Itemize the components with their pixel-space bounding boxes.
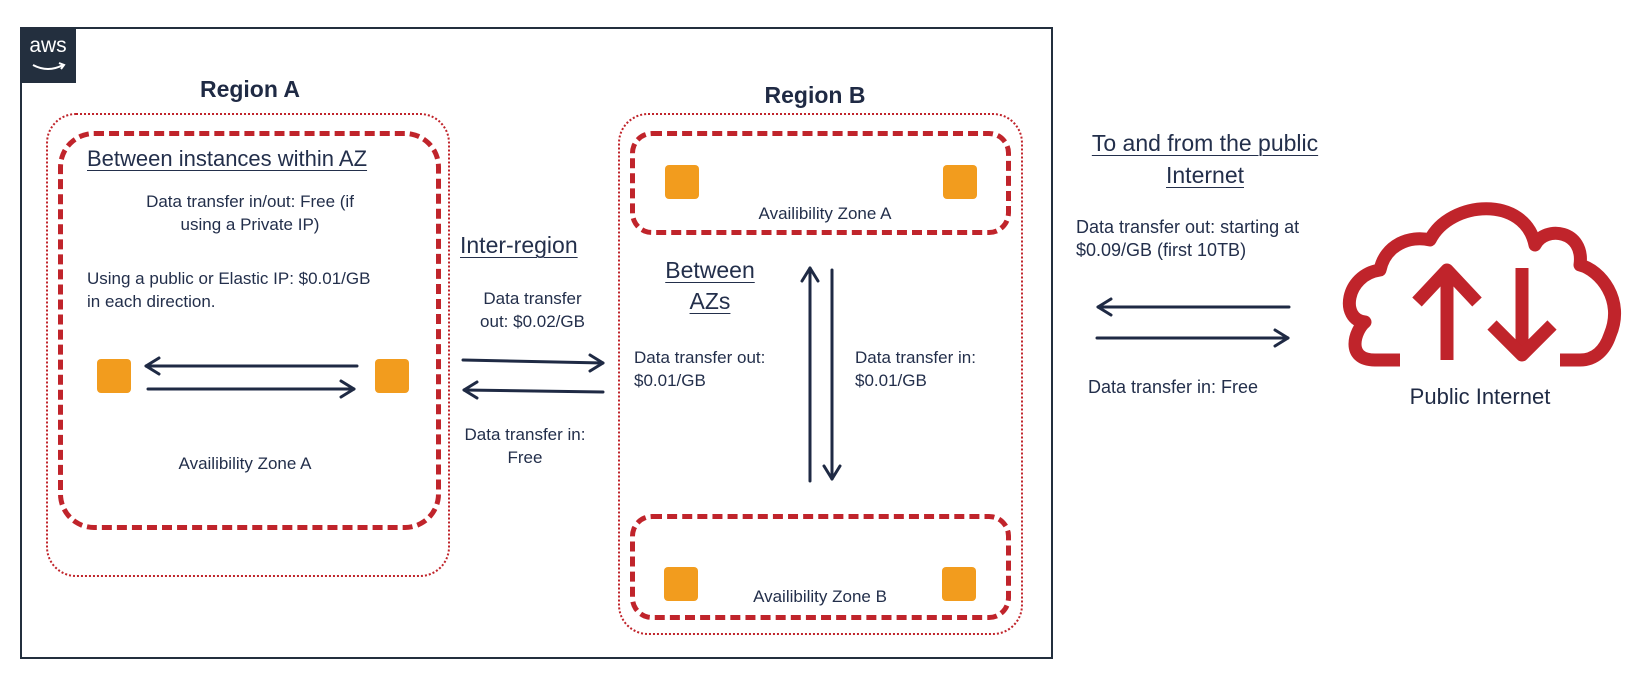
- instance-node: [664, 567, 698, 601]
- instance-node: [943, 165, 977, 199]
- inter-region-in-text: Data transfer in: Free: [440, 423, 610, 469]
- instance-node: [375, 359, 409, 393]
- between-azs-in-text: Data transfer in: $0.01/GB: [855, 346, 1015, 392]
- intra-az-arrow-right: [146, 379, 356, 399]
- instance-node: [942, 567, 976, 601]
- internet-arrow-in: [1095, 328, 1290, 348]
- aws-logo-text: aws: [29, 34, 67, 57]
- between-azs-out-line-2: $0.01/GB: [634, 371, 706, 390]
- between-instances-heading: Between instances within AZ: [87, 146, 368, 171]
- cloud-upload-download-icon: [1343, 202, 1622, 367]
- region-a-az-box: [58, 131, 441, 530]
- inter-region-out-line-2: out: $0.02/GB: [480, 312, 585, 331]
- aws-cloud-boundary: [20, 27, 1053, 659]
- region-b-box: [618, 113, 1023, 635]
- region-b-title: Region B: [764, 82, 866, 108]
- instance-node: [97, 359, 131, 393]
- public-internet-heading-line-2: Internet: [1166, 162, 1244, 188]
- region-b-az-b-box: [630, 514, 1011, 620]
- private-ip-text: Data transfer in/out: Free (if using a P…: [110, 190, 390, 236]
- between-azs-arrow-down: [822, 268, 842, 481]
- region-b-az-a-box: [630, 131, 1011, 235]
- public-internet-out-line-1: Data transfer out: starting at: [1076, 217, 1300, 237]
- between-azs-heading-line-1: Between: [665, 257, 755, 283]
- inter-region-arrow-out: [461, 353, 605, 373]
- between-azs-in-line-2: $0.01/GB: [855, 371, 927, 390]
- public-internet-heading-line-1: To and from the public: [1091, 130, 1319, 156]
- public-ip-text-line-2: in each direction.: [87, 292, 216, 311]
- region-a-title: Region A: [199, 76, 301, 102]
- between-azs-heading-line-2: AZs: [689, 288, 731, 314]
- between-azs-out-line-1: Data transfer out:: [634, 348, 766, 367]
- inter-region-out-line-1: Data transfer: [483, 289, 582, 308]
- inter-region-in-line-1: Data transfer in:: [464, 425, 586, 444]
- public-internet-in-text: Data transfer in: Free: [1088, 377, 1259, 397]
- between-azs-arrow-up: [800, 266, 820, 483]
- public-ip-text: Using a public or Elastic IP: $0.01/GB i…: [87, 267, 427, 313]
- aws-smile-icon: [32, 62, 66, 70]
- region-a-zone-label: Availibility Zone A: [178, 454, 312, 473]
- public-internet-heading: To and from the public Internet: [1055, 127, 1355, 191]
- between-azs-in-line-1: Data transfer in:: [855, 348, 976, 367]
- inter-region-in-line-2: Free: [507, 448, 543, 467]
- inter-region-heading: Inter-region: [460, 232, 578, 258]
- between-azs-heading: Between AZs: [650, 255, 770, 317]
- private-ip-text-line-2: using a Private IP): [180, 215, 320, 234]
- public-internet-label: Public Internet: [1409, 384, 1551, 409]
- between-azs-out-text: Data transfer out: $0.01/GB: [634, 346, 804, 392]
- public-ip-text-line-1: Using a public or Elastic IP: $0.01/GB: [87, 269, 371, 288]
- region-a-box: [46, 113, 450, 577]
- public-internet-out-line-2: $0.09/GB (first 10TB): [1076, 240, 1247, 260]
- region-b-zone-a-label: Availibility Zone A: [758, 204, 892, 223]
- inter-region-out-text: Data transfer out: $0.02/GB: [455, 287, 610, 333]
- intra-az-arrow-left: [144, 356, 359, 376]
- aws-logo-icon: aws: [20, 27, 76, 83]
- inter-region-arrow-in: [462, 380, 605, 400]
- instance-node: [665, 165, 699, 199]
- internet-arrow-out: [1096, 297, 1291, 317]
- region-b-zone-b-label: Availibility Zone B: [753, 587, 887, 606]
- public-internet-out-text: Data transfer out: starting at $0.09/GB …: [1076, 216, 1376, 262]
- private-ip-text-line-1: Data transfer in/out: Free (if: [146, 192, 354, 211]
